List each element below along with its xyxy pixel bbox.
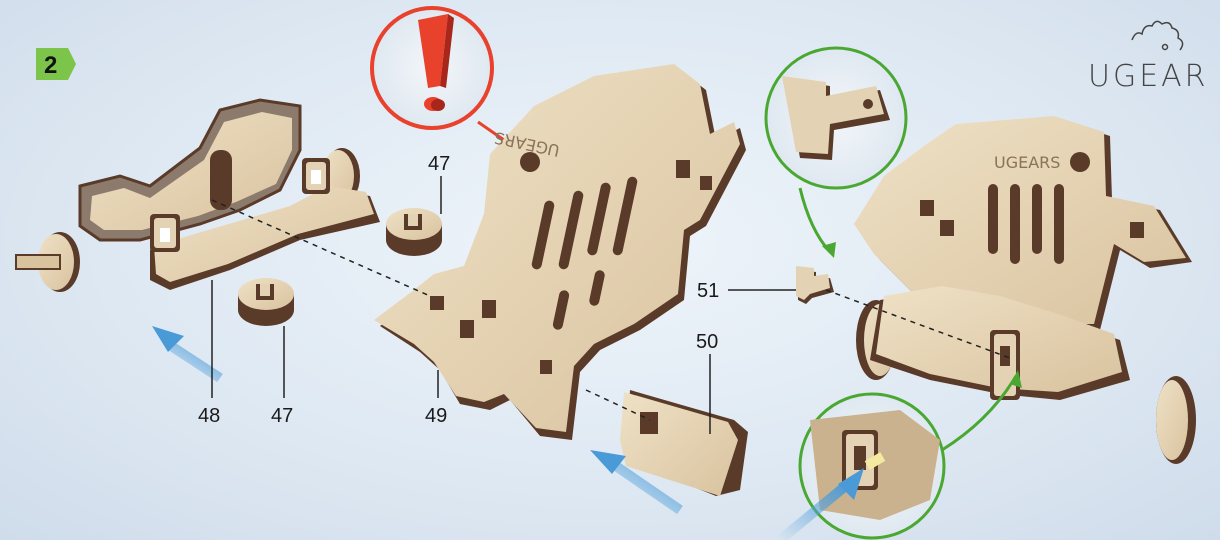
part-50	[620, 390, 748, 496]
label-leaders	[211, 176, 796, 434]
label-part-47-bottom: 47	[271, 405, 293, 427]
label-part-49: 49	[425, 405, 447, 427]
assembly-guide-lines	[211, 199, 1011, 421]
label-part-50: 50	[696, 331, 718, 353]
part-47-top	[386, 208, 442, 256]
ugears-logo: UGEAR	[1088, 20, 1209, 94]
label-part-51: 51	[697, 280, 719, 302]
part-47-bottom	[238, 278, 294, 326]
part-51	[796, 266, 834, 304]
label-part-48: 48	[198, 405, 220, 427]
push-direction-arrow-icon	[152, 326, 864, 540]
bogie-frame-left	[15, 98, 380, 292]
logo-text: UGEAR	[1088, 59, 1209, 94]
main-plate-49: UGEARS	[374, 64, 746, 440]
detail-callout	[798, 370, 1022, 540]
part-51-callout	[764, 46, 908, 258]
plate-engraving-right: UGEARS	[994, 153, 1060, 172]
assembled-view-right: UGEARS	[854, 116, 1196, 464]
step-number: 2	[44, 52, 57, 79]
label-part-47-top: 47	[428, 153, 450, 175]
part-51-zoom	[782, 76, 890, 160]
warning-callout	[370, 6, 505, 142]
step-badge: 2	[36, 48, 76, 80]
exclamation-icon	[418, 14, 454, 111]
gear-outline-icon	[1131, 20, 1184, 51]
